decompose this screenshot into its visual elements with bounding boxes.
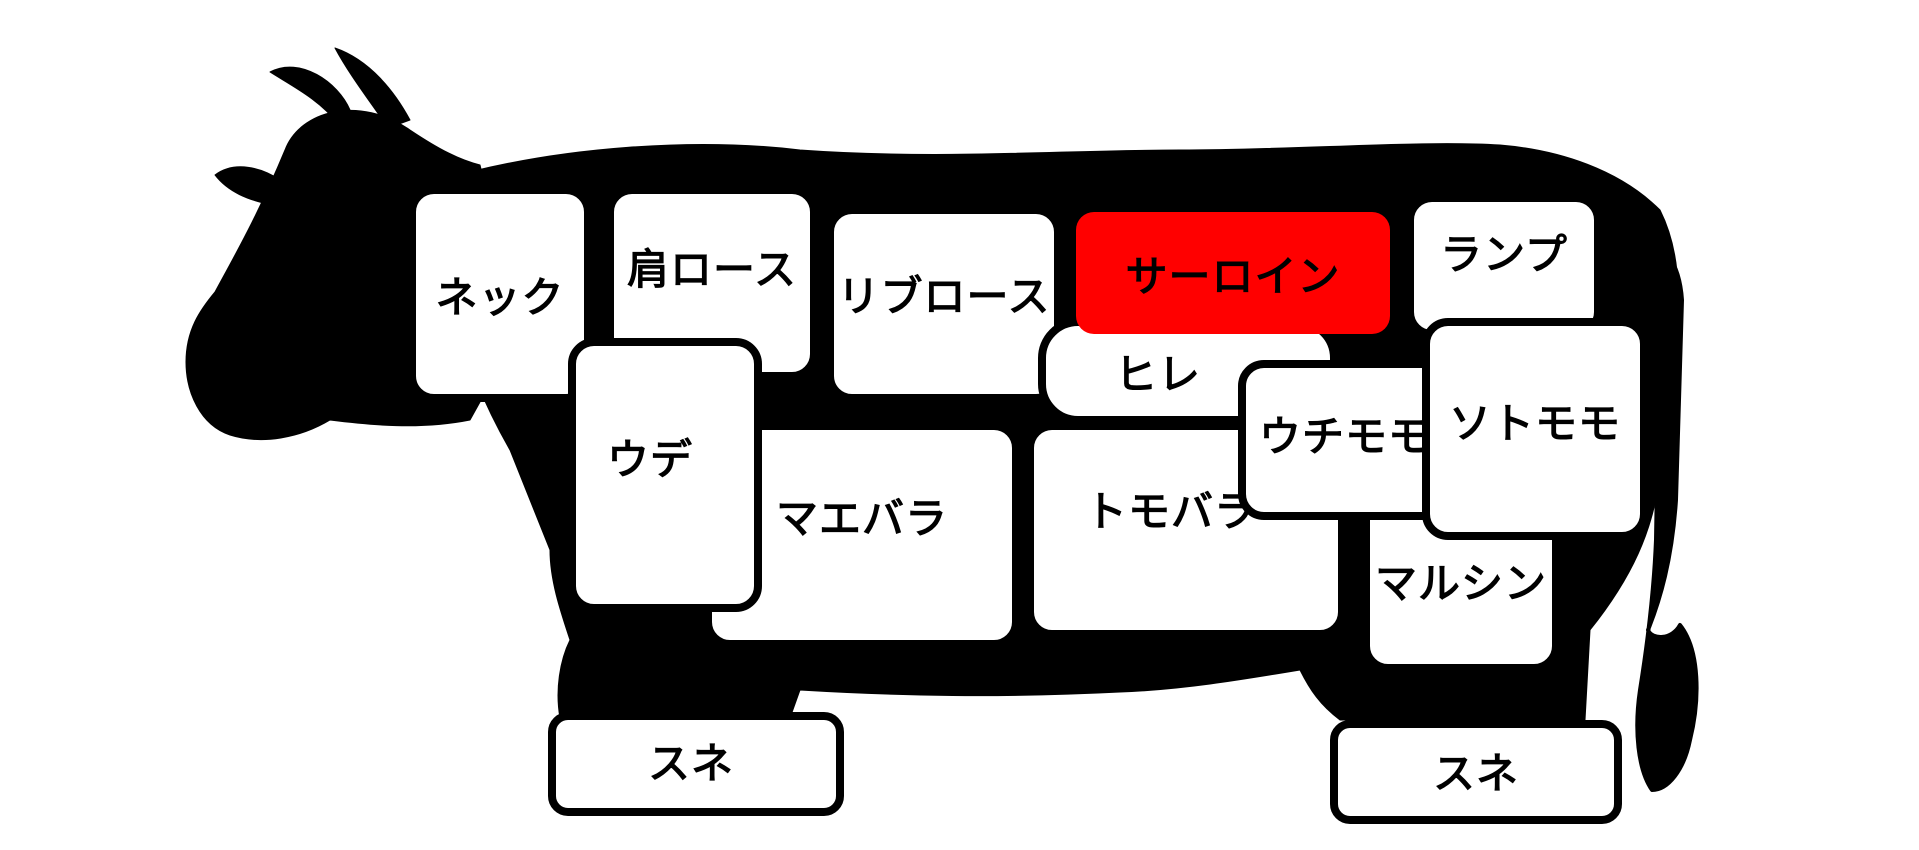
cut-rib-roll-label: リブロース <box>837 271 1051 321</box>
cut-outside-round[interactable]: ソトモモ <box>1422 318 1648 540</box>
cut-sirloin[interactable]: サーロイン <box>1076 212 1390 334</box>
cut-tenderloin-label: ヒレ <box>1114 349 1201 399</box>
cut-chuck-roll-label: 肩ロース <box>627 244 797 294</box>
cut-rump-label: ランプ <box>1440 229 1568 279</box>
horn-front-icon <box>334 47 411 129</box>
cut-rib-roll[interactable]: リブロース <box>826 206 1062 402</box>
cut-shin-front-label: スネ <box>647 738 734 788</box>
cut-short-plate-label: トモバラ <box>1084 486 1257 536</box>
cut-knuckle-label: マルシン <box>1374 558 1547 608</box>
cut-shin-hind[interactable]: スネ <box>1330 720 1622 824</box>
cut-shoulder-clod[interactable]: ウデ <box>568 338 762 612</box>
cut-top-round-label: ウチモモ <box>1258 411 1431 461</box>
tail-icon <box>1635 238 1699 792</box>
cut-neck[interactable]: ネック <box>408 186 592 402</box>
cut-shin-front[interactable]: スネ <box>548 712 844 816</box>
cut-shin-hind-label: スネ <box>1432 748 1519 798</box>
cut-shoulder-clod-label: ウデ <box>606 434 693 484</box>
cut-top-round[interactable]: ウチモモ <box>1238 360 1452 520</box>
cut-brisket-label: マエバラ <box>775 493 948 543</box>
cut-sirloin-label: サーロイン <box>1125 251 1341 301</box>
cut-rump[interactable]: ランプ <box>1406 194 1602 338</box>
cut-neck-label: ネック <box>435 272 565 322</box>
cut-outside-round-label: ソトモモ <box>1448 398 1621 448</box>
